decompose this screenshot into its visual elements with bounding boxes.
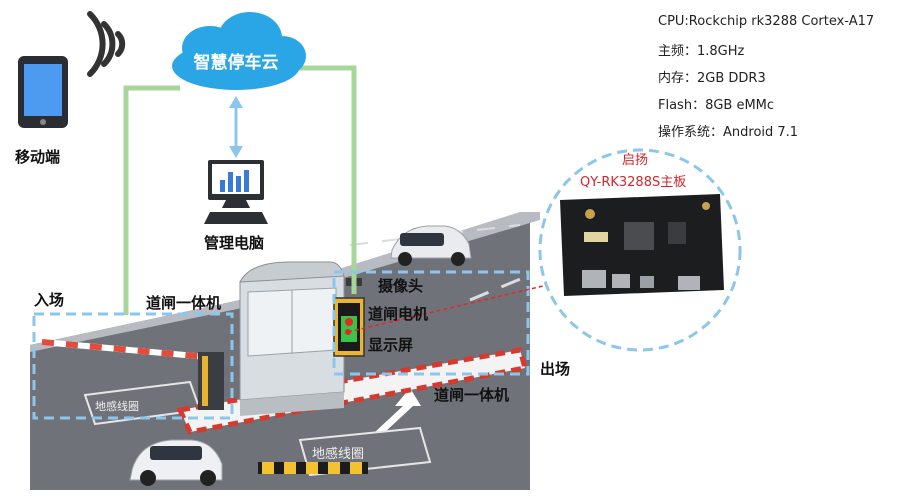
entry-zone-box <box>32 312 234 420</box>
monitor-icon <box>204 160 268 224</box>
board-image <box>560 194 724 296</box>
link-line-right <box>294 65 357 294</box>
entry-barrier <box>41 339 224 410</box>
board-connector <box>347 281 561 333</box>
admin-pc-label: 管理电脑 <box>204 234 265 252</box>
lane-line <box>349 224 521 246</box>
exit-label: 出场 <box>540 360 571 378</box>
spec-line: 主频：1.8GHz <box>658 44 745 59</box>
gate-unit-exit-label: 道闸一体机 <box>434 386 510 404</box>
smartphone-icon <box>18 56 68 128</box>
speed-bump <box>258 462 368 474</box>
spec-line: Flash：8GB eMMc <box>658 98 775 113</box>
direction-arrow <box>375 388 421 432</box>
car-entry <box>129 439 223 486</box>
lane-line <box>469 273 531 302</box>
camera-label: 摄像头 <box>378 277 424 295</box>
loop-text-2: 地感线圈 <box>312 446 364 462</box>
entry-label: 入场 <box>34 291 65 309</box>
spec-line: 内存：2GB DDR3 <box>658 71 766 86</box>
wifi-icon <box>87 11 126 77</box>
board-model: QY-RK3288S主板 <box>580 175 687 190</box>
display-label: 显示屏 <box>368 336 414 354</box>
board-brand: 启扬 <box>622 153 649 168</box>
cloud-pc-arrow <box>229 96 243 158</box>
exit-zone-box <box>332 270 530 376</box>
gate-motor-label: 道闸电机 <box>368 305 429 323</box>
spec-line: 操作系统：Android 7.1 <box>658 125 799 140</box>
gate-unit-entry-label: 道闸一体机 <box>146 294 222 312</box>
link-line-left <box>123 85 180 315</box>
loop-text-1: 地感线圈 <box>95 399 139 413</box>
connector-dot <box>345 329 351 335</box>
cloud-label: 智慧停车云 <box>194 52 279 73</box>
cloud-icon <box>172 12 306 90</box>
mobile-label: 移动端 <box>15 148 61 166</box>
car-exit <box>390 225 472 266</box>
spec-line: CPU:Rockchip rk3288 Cortex-A17 <box>658 14 875 29</box>
toll-booth <box>239 261 345 416</box>
